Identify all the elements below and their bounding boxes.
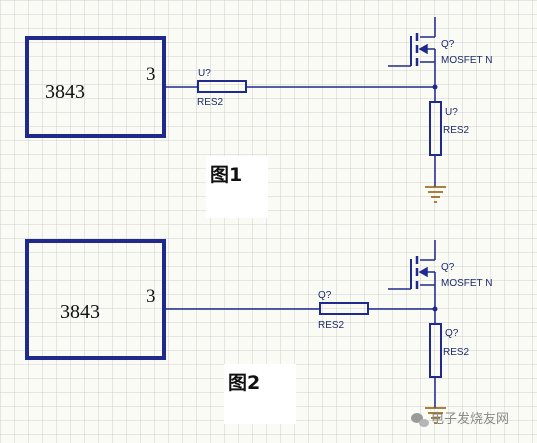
series-resistor-value: RES2 [197,97,224,108]
chip-label: 3843 [60,301,100,323]
mosfet-designator: Q? [441,262,455,273]
caption-backdrop [206,156,268,218]
series-resistor-designator: U? [198,68,211,79]
chip-label: 3843 [45,81,85,103]
chip-3843-box [25,239,166,360]
mosfet-designator: Q? [441,39,455,50]
pulldown-resistor-value: RES2 [443,347,470,358]
pin-label: 3 [146,286,156,307]
mosfet-symbol [388,240,436,309]
series-resistor-value: RES2 [318,320,345,331]
ground-icon [425,407,446,424]
mosfet-value: MOSFET N [441,55,492,66]
pin-label: 3 [146,64,156,85]
figure-1-caption: 图1 [210,164,242,186]
watermark-text: 电子发烧友网 [431,411,509,427]
mosfet-value: MOSFET N [441,278,492,289]
ground-icon [425,186,446,203]
figure-1: 3843 3 U? RES2 Q? MOSFET N U? [25,17,492,218]
pulldown-resistor-value: RES2 [443,125,470,136]
figure-2: 3843 3 Q? RES2 Q? MOSFET N Q? RES2 [25,239,492,424]
caption-backdrop [224,364,296,424]
mosfet-symbol [388,17,436,87]
watermark: 电子发烧友网 [411,411,509,427]
series-resistor-designator: Q? [318,290,332,301]
pulldown-resistor-designator: Q? [445,328,459,339]
wechat-icon [411,413,429,427]
figure-2-caption: 图2 [228,372,260,394]
pulldown-resistor-designator: U? [445,107,458,118]
